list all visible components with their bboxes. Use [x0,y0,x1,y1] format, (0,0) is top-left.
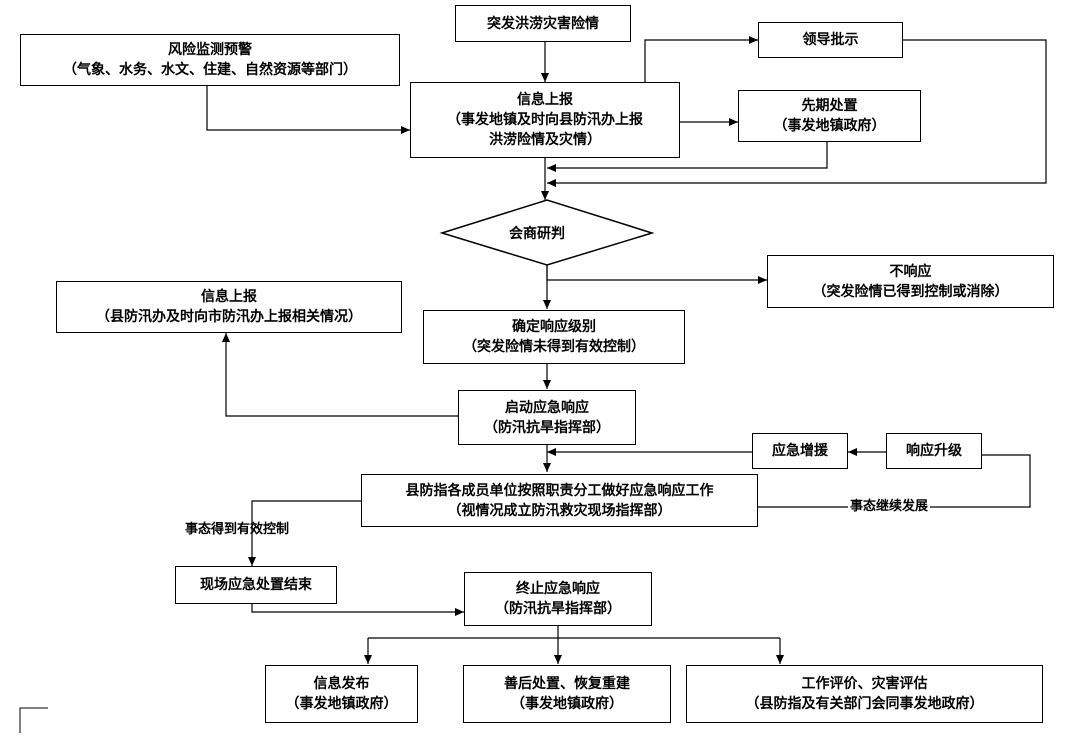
terminate-detail: （防汛抗旱指挥部） [495,601,621,617]
incident-box: 突发洪涝灾害险情 [455,5,631,42]
evaluation-title: 工作评价、灾害评估 [801,676,928,692]
risk-warning-box: 风险监测预警 （气象、水务、水文、住建、自然资源等部门） [20,34,400,86]
edge-consult-to-noresponse [546,265,767,284]
no-response-box: 不响应 （突发险情已得到控制或消除） [767,255,1054,308]
info-report-2-title: 信息上报 [201,289,257,305]
early-handling-box: 先期处置 （事发地镇政府） [738,90,921,142]
recovery-title: 善后处置、恢复重建 [504,676,630,692]
edge-leader-loop [547,39,1047,187]
info-report-1-detail-2: 洪涝险情及灾情） [489,132,601,148]
risk-warning-title: 风险监测预警 [168,42,252,58]
info-report-1-box: 信息上报 （事发地镇及时向县防汛办上报 洪涝险情及灾情） [410,82,680,158]
determine-level-title: 确定响应级别 [512,319,596,335]
info-report-1-detail-1: （事发地镇及时向县防汛办上报 [447,112,643,128]
edge-onsite-to-terminate [251,604,464,616]
onsite-end-text: 现场应急处置结束 [200,577,312,593]
info-publish-detail: （事发地镇政府） [285,696,398,712]
corner-mark [19,707,48,733]
upgrade-text: 响应升级 [906,443,962,459]
no-response-title: 不响应 [889,263,932,280]
member-units-box: 县防指各成员单位按照职责分工做好应急响应工作 （视情况成立防汛救灾现场指挥部） [361,474,758,527]
edge-start-to-report2 [222,333,458,417]
start-response-detail: （防汛抗旱指挥部） [484,419,610,436]
upgrade-box: 响应升级 [886,433,982,469]
evaluation-box: 工作评价、灾害评估 （县防指及有关部门会同事发地政府） [686,665,1043,723]
member-units-title: 县防指各成员单位按照职责分工做好应急响应工作 [405,482,714,499]
consult-diamond [439,199,655,266]
info-report-1-title: 信息上报 [517,92,573,108]
evaluation-detail: （县防指及有关部门会同事发地政府） [745,696,984,712]
recovery-detail: （事发地镇政府） [511,696,623,712]
info-publish-box: 信息发布 （事发地镇政府） [265,665,418,723]
determine-level-box: 确定响应级别 （突发险情未得到有效控制） [423,310,685,364]
edge-report-to-leader [644,36,758,82]
edge-warning-to-report [206,86,410,134]
leader-text: 领导批示 [802,32,859,48]
edge-label-escalating: 事态继续发展 [848,498,931,516]
start-response-title: 启动应急响应 [505,399,589,416]
edge-members-to-onsite [248,500,361,566]
terminate-title: 终止应急响应 [516,581,600,597]
info-report-2-box: 信息上报 （县防汛办及时向市防汛办上报相关情况） [56,281,402,333]
onsite-end-box: 现场应急处置结束 [175,566,337,604]
start-response-box: 启动应急响应 （防汛抗旱指挥部） [458,390,636,445]
edge-label-controlled: 事态得到有效控制 [185,522,290,537]
risk-warning-detail: （气象、水务、水文、住建、自然资源等部门） [63,62,357,78]
member-units-detail: （视情况成立防汛救灾现场指挥部） [447,502,672,519]
info-report-2-detail: （县防汛办及时向市防汛办上报相关情况） [96,309,362,325]
early-handling-detail: （事发地镇政府） [773,118,886,134]
consult-text: 会商研判 [509,226,565,242]
reinforce-text: 应急增援 [772,443,828,459]
recovery-box: 善后处置、恢复重建 （事发地镇政府） [463,665,671,723]
reinforce-box: 应急增援 [752,433,848,469]
no-response-detail: （突发险情已得到控制或消除） [812,283,1009,300]
leader-box: 领导批示 [758,22,903,58]
edge-early-back [547,142,828,172]
early-handling-title: 先期处置 [801,98,858,114]
info-publish-title: 信息发布 [313,676,370,692]
determine-level-detail: （突发险情未得到有效控制） [463,339,645,355]
terminate-box: 终止应急响应 （防汛抗旱指挥部） [464,572,652,626]
incident-text: 突发洪涝灾害险情 [487,15,599,32]
